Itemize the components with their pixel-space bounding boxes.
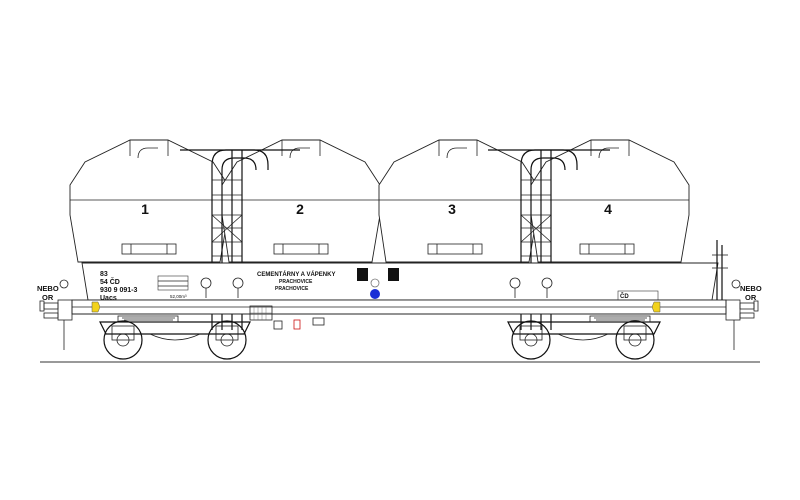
wagon-code-line4: Uacs bbox=[100, 295, 117, 302]
end-label-right-1: NEBO bbox=[740, 284, 762, 293]
cd-mark: ČD bbox=[620, 293, 629, 300]
wagon-code-line2: 54 ČD bbox=[100, 277, 120, 286]
right-end-circle bbox=[731, 279, 741, 289]
hopper-number-4: 4 bbox=[604, 201, 612, 217]
bogie-right bbox=[507, 315, 661, 360]
grey-ring-marker bbox=[370, 278, 380, 288]
volume-text: 52,00m³ bbox=[170, 294, 187, 299]
hopper-number-1: 1 bbox=[141, 201, 149, 217]
wheel bbox=[103, 320, 143, 360]
wheel bbox=[615, 320, 655, 360]
owner-line1: CEMENTÁRNY A VÁPENKY bbox=[257, 271, 335, 278]
end-label-right-2: OR bbox=[745, 293, 757, 302]
wagon-code-line1: 83 bbox=[100, 271, 108, 278]
end-label-left-2: OR bbox=[42, 293, 54, 302]
hand-brake-right bbox=[712, 240, 728, 300]
cd-box bbox=[617, 290, 659, 301]
hopper-1 bbox=[69, 139, 229, 263]
blue-dot-marker bbox=[370, 289, 380, 299]
wagon-number-block: 83 54 ČD 930 9 091-3 Uacs bbox=[100, 271, 137, 302]
buffers-left bbox=[39, 299, 101, 350]
end-label-left-1: NEBO bbox=[37, 284, 59, 293]
wheel bbox=[207, 320, 247, 360]
wagon-code-line3: 930 9 091-3 bbox=[100, 287, 137, 294]
hopper-number-2: 2 bbox=[296, 201, 304, 217]
owner-line2: PRACHOVICE bbox=[279, 279, 313, 285]
owner-line3: PRACHOVICE bbox=[275, 286, 309, 292]
black-placards bbox=[357, 268, 399, 281]
loading-table bbox=[157, 275, 189, 291]
ladder-tower-left bbox=[180, 149, 300, 330]
owner-block: CEMENTÁRNY A VÁPENKY PRACHOVICE PRACHOVI… bbox=[257, 271, 335, 292]
hopper-3 bbox=[378, 139, 538, 263]
wagon-body bbox=[71, 262, 727, 330]
left-end-circle bbox=[59, 279, 69, 289]
hopper-number-3: 3 bbox=[448, 201, 456, 217]
buffers-right bbox=[651, 299, 759, 350]
wheel bbox=[511, 320, 551, 360]
discharge-valves bbox=[200, 277, 553, 298]
bogie-left bbox=[99, 315, 251, 360]
